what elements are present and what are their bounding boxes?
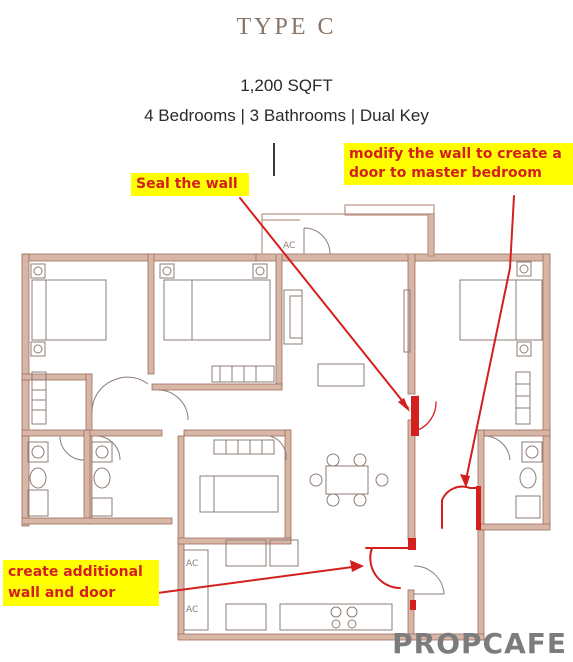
- door-swings: [59, 376, 511, 595]
- arrow-modify-wall: [465, 195, 515, 481]
- arrow-create-wall: [149, 565, 361, 595]
- plan-title: TYPE C: [236, 14, 337, 40]
- wall-bed3-right: [284, 429, 292, 541]
- wall-master-bath-top: [477, 429, 551, 437]
- arrow-seal-wall: [239, 197, 409, 409]
- annotation-seal-wall: Seal the wall: [131, 173, 249, 196]
- arrowhead-modify: [460, 474, 470, 488]
- new-wall-segment-low: [410, 600, 416, 610]
- wall-living-master: [407, 253, 416, 395]
- new-door-swing-living: [417, 395, 437, 431]
- wall-top-left: [21, 253, 259, 262]
- wall-bed2-bottom: [151, 383, 283, 391]
- nightstands: [30, 261, 532, 357]
- plan-area: 1,200 SQFT: [240, 76, 333, 95]
- wall-bed2-living: [275, 253, 283, 389]
- living-furniture: [283, 289, 411, 507]
- annotation-create-wall: create additional wall and door: [3, 560, 159, 606]
- wall-bath-bottom: [21, 517, 173, 525]
- wall-entry-right: [477, 529, 485, 641]
- wall-bed3-bottom: [177, 537, 292, 545]
- balcony-door: [303, 227, 331, 255]
- wall-right: [542, 253, 551, 527]
- beds: [31, 279, 543, 513]
- ac-label-kitchen-1: AC: [186, 559, 198, 569]
- annotation-modify-wall: modify the wall to create a door to mast…: [344, 143, 573, 185]
- plan-walls: [21, 253, 551, 641]
- annotation-markup: [149, 195, 515, 610]
- wall-bed3-top: [183, 429, 291, 437]
- bathroom-fixtures: [27, 441, 543, 519]
- wall-bath-top: [21, 429, 163, 437]
- wall-living-right: [407, 419, 416, 541]
- plan-room-summary: 4 Bedrooms | 3 Bathrooms | Dual Key: [144, 106, 429, 125]
- header-divider: [273, 143, 275, 176]
- wall-entry-bottom: [407, 633, 485, 641]
- wall-master-bottom: [477, 523, 551, 531]
- new-wall-door-entry: [365, 547, 411, 589]
- wall-kitchen-bottom: [177, 633, 415, 641]
- new-door-master: [441, 485, 479, 529]
- wall-bed3-left: [177, 435, 185, 637]
- ac-label-kitchen-2: AC: [186, 605, 198, 615]
- ac-label-top: AC: [283, 241, 295, 251]
- new-wall-segment: [408, 538, 416, 550]
- sealed-wall-segment: [411, 396, 419, 436]
- arrowhead-create: [350, 560, 364, 572]
- wall-bath-mid: [83, 429, 91, 521]
- wardrobes: [31, 365, 531, 455]
- balcony: [261, 204, 435, 257]
- wall-left: [21, 253, 30, 527]
- arrowhead-seal: [398, 398, 410, 412]
- new-wall-master: [476, 486, 481, 530]
- wall-bed1-bed2: [147, 253, 155, 375]
- propcafe-watermark: PROPCAFE: [392, 627, 567, 660]
